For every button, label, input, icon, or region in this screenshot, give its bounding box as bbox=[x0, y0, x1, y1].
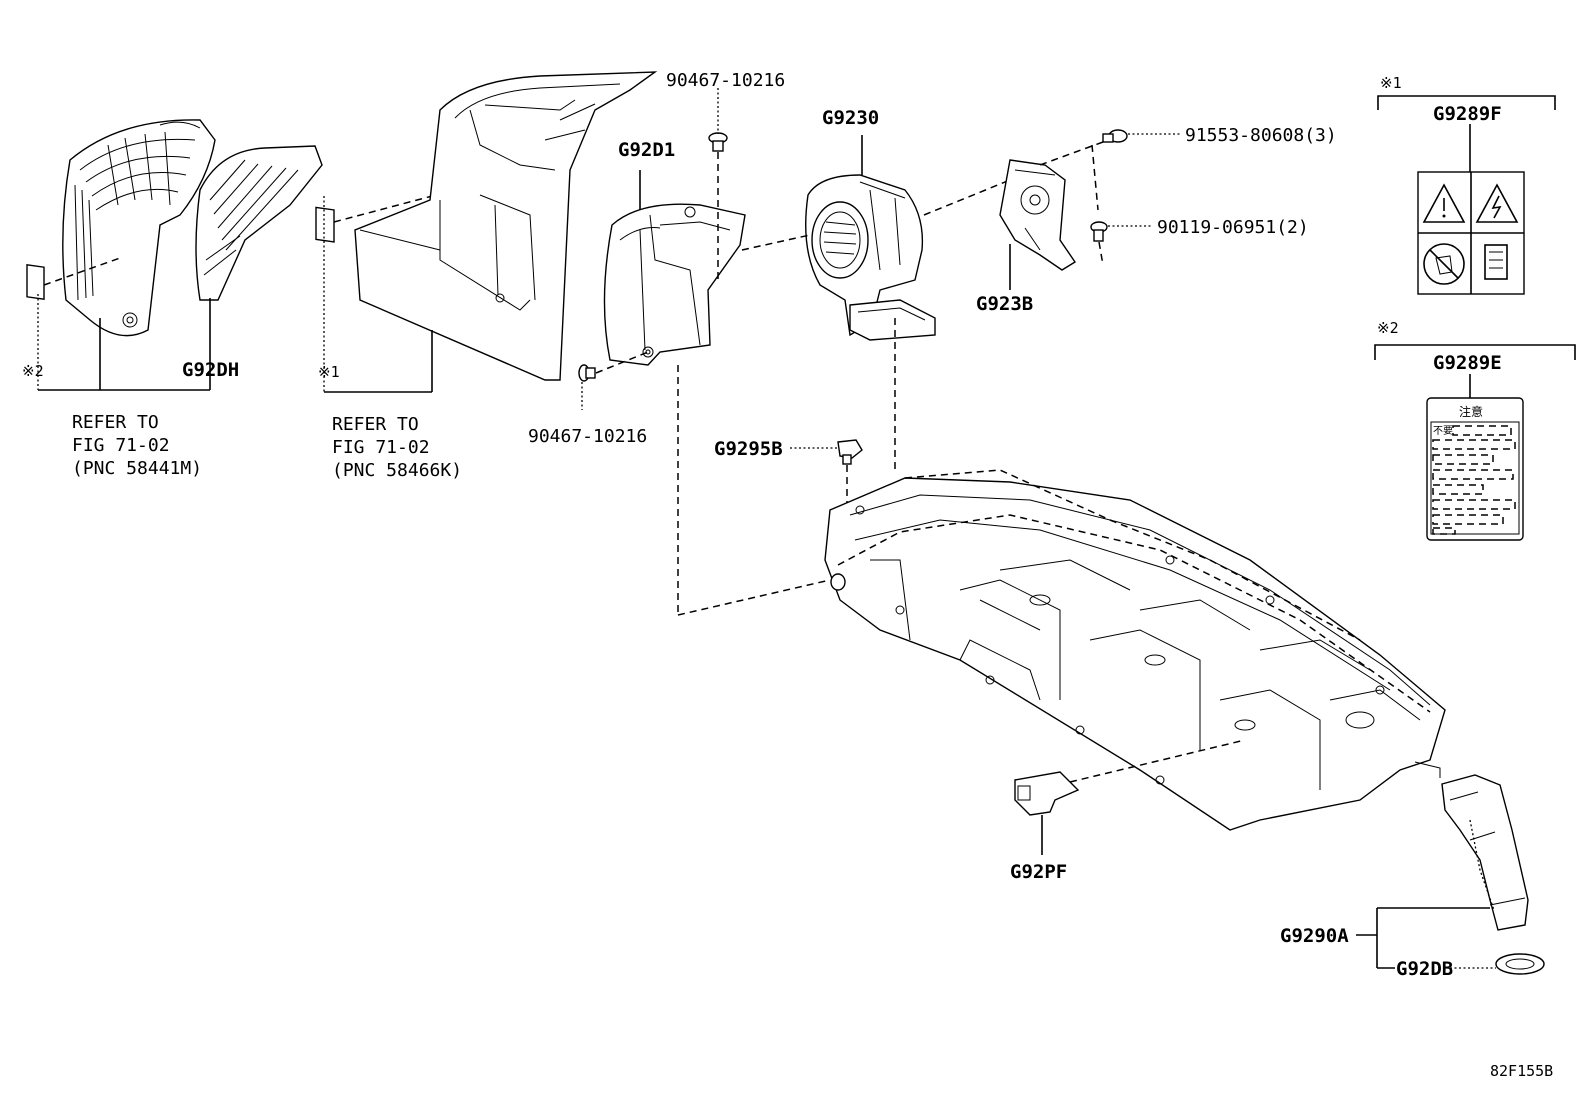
note-mark-center: ※1 bbox=[318, 363, 340, 381]
label-e-first: 不要 bbox=[1433, 425, 1453, 437]
ref-center-line3: (PNC 58466K) bbox=[332, 460, 462, 481]
left-trim-panel bbox=[62, 119, 216, 337]
g9289f-label-group bbox=[1377, 95, 1556, 295]
g923b-bracket bbox=[999, 159, 1076, 271]
no-touch-icon bbox=[1423, 243, 1465, 285]
ref-center-line1: REFER TO bbox=[332, 414, 419, 435]
diagram-id: 82F155B bbox=[1490, 1062, 1553, 1080]
label-bolt-top: 90467-10216 bbox=[666, 70, 785, 91]
label-g923b: G923B bbox=[976, 293, 1033, 315]
manual-icon bbox=[1484, 244, 1508, 280]
note-mark-left: ※2 bbox=[22, 362, 44, 380]
g92pf-bracket bbox=[1014, 771, 1080, 816]
screw-91553-icon bbox=[1102, 129, 1128, 143]
lower-tray bbox=[824, 477, 1446, 831]
g9290a-duct bbox=[1441, 774, 1529, 931]
label-screw-90119: 90119-06951(2) bbox=[1157, 217, 1309, 238]
ref-center-line2: FIG 71-02 bbox=[332, 437, 430, 458]
warning-triangle-icon bbox=[1422, 183, 1466, 223]
tag-left bbox=[26, 263, 45, 300]
note-mark-g9289f: ※1 bbox=[1380, 74, 1402, 92]
ref-left-line3: (PNC 58441M) bbox=[72, 458, 202, 479]
label-screw-91553: 91553-80608(3) bbox=[1185, 125, 1337, 146]
label-g92pf: G92PF bbox=[1010, 861, 1067, 883]
high-voltage-icon bbox=[1475, 183, 1519, 223]
screw-90119-icon bbox=[1090, 221, 1108, 242]
label-bolt-left: 90467-10216 bbox=[528, 426, 647, 447]
g9230-blower bbox=[805, 174, 936, 341]
label-e-title: 注意 bbox=[1459, 404, 1483, 419]
label-g9230: G9230 bbox=[822, 107, 879, 129]
bolt-left-icon bbox=[578, 364, 596, 382]
label-g9290a: G9290A bbox=[1280, 925, 1349, 947]
g92dh-cover bbox=[195, 145, 323, 301]
g9295b-clip-icon bbox=[837, 439, 863, 465]
label-g92db: G92DB bbox=[1396, 958, 1453, 980]
label-g9295b: G9295B bbox=[714, 438, 783, 460]
ref-left-line1: REFER TO bbox=[72, 412, 159, 433]
label-g92d1: G92D1 bbox=[618, 139, 675, 161]
g9289e-label-group bbox=[1374, 344, 1576, 541]
label-g92dh: G92DH bbox=[182, 359, 239, 381]
label-g9289e: G9289E bbox=[1433, 352, 1502, 374]
bolt-top-icon bbox=[708, 132, 728, 152]
label-g9289f: G9289F bbox=[1433, 103, 1502, 125]
ref-left-line2: FIG 71-02 bbox=[72, 435, 170, 456]
tag-center bbox=[315, 206, 335, 243]
g92db-ring bbox=[1495, 953, 1545, 975]
center-console-body bbox=[354, 71, 658, 381]
g92d1-duct bbox=[603, 203, 746, 366]
note-mark-g9289e: ※2 bbox=[1377, 319, 1399, 337]
